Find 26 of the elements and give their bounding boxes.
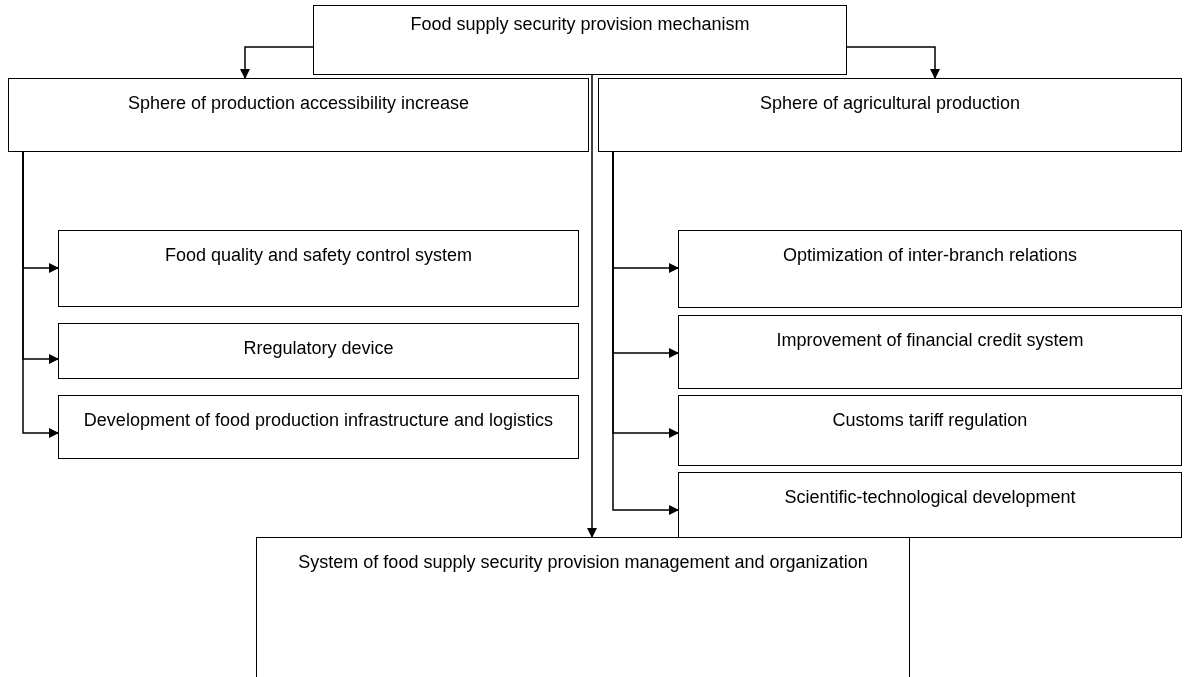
process-box — [313, 5, 847, 75]
box-label: Sphere of production accessibility increase — [127, 93, 470, 113]
box-label: Development of food production infrastructure and logistics — [83, 410, 554, 430]
box-label: Food quality and safety control system — [164, 245, 473, 265]
arrow — [22, 151, 59, 438]
process-box — [598, 78, 1182, 152]
process-box — [678, 315, 1182, 389]
process-box — [678, 230, 1182, 308]
box-label: Optimization of inter-branch relations — [782, 245, 1078, 265]
box-label: Improvement of financial credit system — [776, 330, 1084, 350]
box-label: System of food supply security provision management and organization — [298, 552, 868, 572]
process-box — [678, 472, 1182, 538]
process-box — [58, 323, 579, 379]
box-label: Sphere of agricultural production — [759, 93, 1021, 113]
box-label: Food supply security provision mechanism — [410, 14, 750, 34]
arrow — [240, 46, 314, 79]
arrow — [846, 46, 940, 79]
process-box — [58, 395, 579, 459]
arrow — [587, 74, 597, 538]
box-label: Scientific-technological development — [784, 487, 1076, 507]
process-box — [678, 395, 1182, 466]
process-box — [58, 230, 579, 307]
box-label: Rregulatory device — [243, 338, 394, 358]
box-label: Customs tariff regulation — [832, 410, 1028, 430]
process-box — [8, 78, 589, 152]
process-box — [256, 537, 910, 677]
